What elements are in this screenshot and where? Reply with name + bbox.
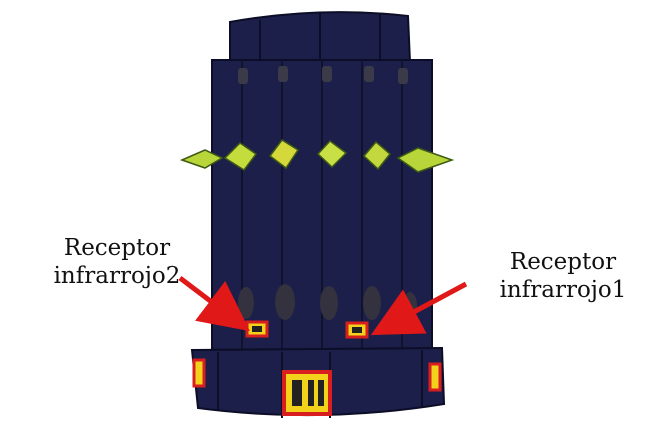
receptor-label-1-line1: Receptor	[509, 249, 617, 275]
leaf-sensor-icon	[179, 149, 224, 169]
base-connector-left	[192, 358, 206, 388]
receptor-label-1-line2: infrarrojo1	[499, 277, 627, 303]
sensor-ring	[179, 138, 455, 173]
base-connector-right	[428, 362, 442, 392]
infrared-receptor-icon	[245, 320, 269, 338]
receptor-label-1: Receptor infrarrojo1	[478, 248, 648, 304]
receptor-label-2: Receptor infrarrojo2	[22, 234, 212, 290]
infrared-receptor-icon	[345, 321, 369, 339]
red-arrow-icon	[370, 281, 468, 336]
receptor-label-2-line1: Receptor	[63, 235, 171, 261]
leaf-sensor-icon	[362, 140, 392, 171]
leaf-sensor-icon	[268, 138, 300, 170]
leaf-sensor-icon	[396, 147, 455, 173]
receptor-label-2-line2: infrarrojo2	[53, 263, 181, 289]
upper-slots	[238, 66, 408, 84]
base-connector-center	[282, 370, 332, 416]
leaf-sensor-icon	[316, 139, 348, 169]
leaf-sensor-icon	[223, 142, 258, 172]
red-arrow-icon	[178, 276, 250, 332]
